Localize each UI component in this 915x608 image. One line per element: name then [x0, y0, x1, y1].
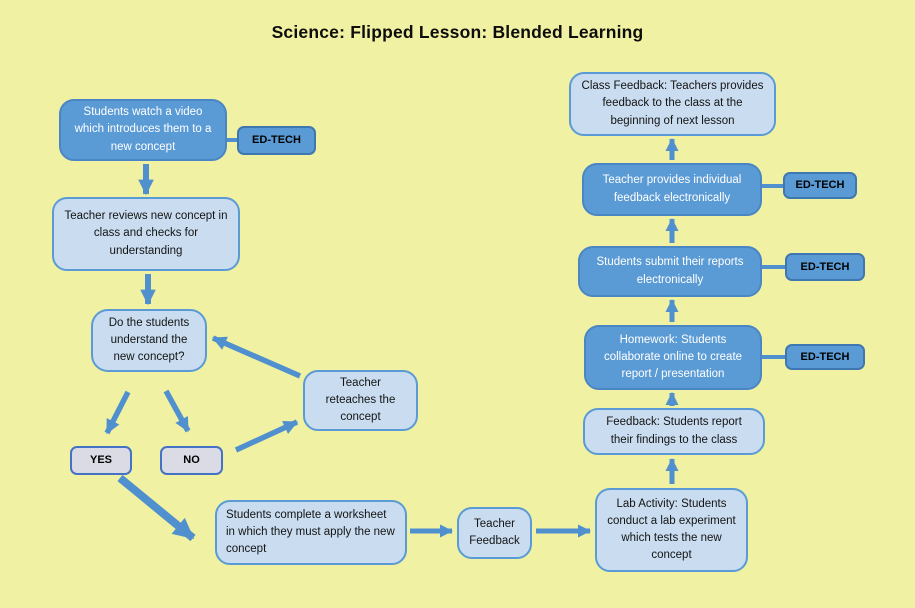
- arrow-no-to-reteach: [234, 419, 299, 453]
- edtech-badge-video: ED-TECH: [237, 126, 316, 155]
- diagram-title: Science: Flipped Lesson: Blended Learnin…: [271, 22, 644, 42]
- node-lab-activity: Lab Activity: Students conduct a lab exp…: [595, 488, 748, 572]
- node-teacher-feedback: Teacher Feedback: [457, 507, 532, 559]
- node-teacher-provides: Teacher provides individual feedback ele…: [582, 163, 762, 216]
- node-feedback-report: Feedback: Students report their findings…: [583, 408, 765, 455]
- node-understand-question: Do the students understand the new conce…: [91, 309, 207, 372]
- node-class-feedback: Class Feedback: Teachers provides feedba…: [569, 72, 776, 136]
- arrow-reteach-to-question: [211, 335, 302, 379]
- node-no: NO: [160, 446, 223, 475]
- node-reteaches: Teacher reteaches the concept: [303, 370, 418, 431]
- edtech-badge-submit: ED-TECH: [785, 253, 865, 281]
- node-watch-video: Students watch a video which introduces …: [59, 99, 227, 161]
- edtech-badge-provides: ED-TECH: [783, 172, 857, 199]
- arrow-question-to-no: [163, 389, 191, 433]
- edtech-badge-homework: ED-TECH: [785, 344, 865, 370]
- node-teacher-reviews: Teacher reviews new concept in class and…: [52, 197, 240, 271]
- node-worksheet: Students complete a worksheet in which t…: [215, 500, 407, 565]
- arrow-question-to-yes: [104, 390, 131, 435]
- node-homework: Homework: Students collaborate online to…: [584, 325, 762, 390]
- arrow-yes-to-worksheet: [117, 474, 196, 542]
- node-yes: YES: [70, 446, 132, 475]
- node-submit-reports: Students submit their reports electronic…: [578, 246, 762, 297]
